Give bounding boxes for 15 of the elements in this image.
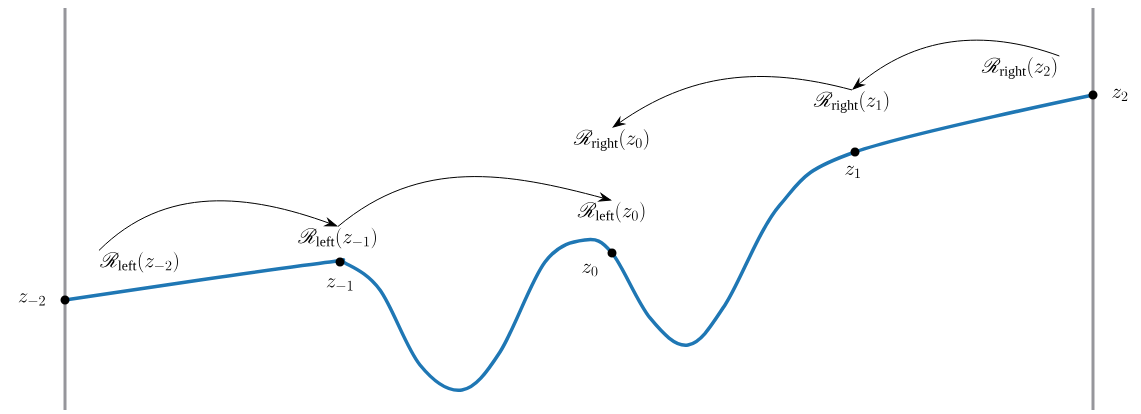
point-label: $z_{0}$ — [582, 263, 598, 277]
formula-label: $\mathscr{R}_{\mathrm{right}}(z_{1})$ — [813, 91, 889, 113]
formula-label: $\mathscr{R}_{\mathrm{left}}(z_{-1})$ — [298, 227, 376, 249]
point-label: $z_{-1}$ — [326, 278, 353, 291]
arrow — [852, 39, 1060, 90]
point-label: $z_{1}$ — [845, 165, 860, 178]
formula-label: $\mathscr{R}_{\mathrm{left}}(z_{-2})$ — [100, 251, 178, 273]
arrow — [98, 200, 338, 251]
formula-label: $\mathscr{R}_{\mathrm{right}}(z_{0})$ — [573, 129, 649, 151]
point-label: $z_{2}$ — [1112, 88, 1128, 101]
arrow — [612, 76, 853, 128]
formula-label: $\mathscr{R}_{\mathrm{right}}(z_{2})$ — [981, 57, 1057, 79]
formula-label: $\mathscr{R}_{\mathrm{left}}(z_{0})$ — [577, 201, 645, 223]
point-label: $z_{-2}$ — [18, 293, 45, 306]
arrow — [337, 176, 612, 227]
